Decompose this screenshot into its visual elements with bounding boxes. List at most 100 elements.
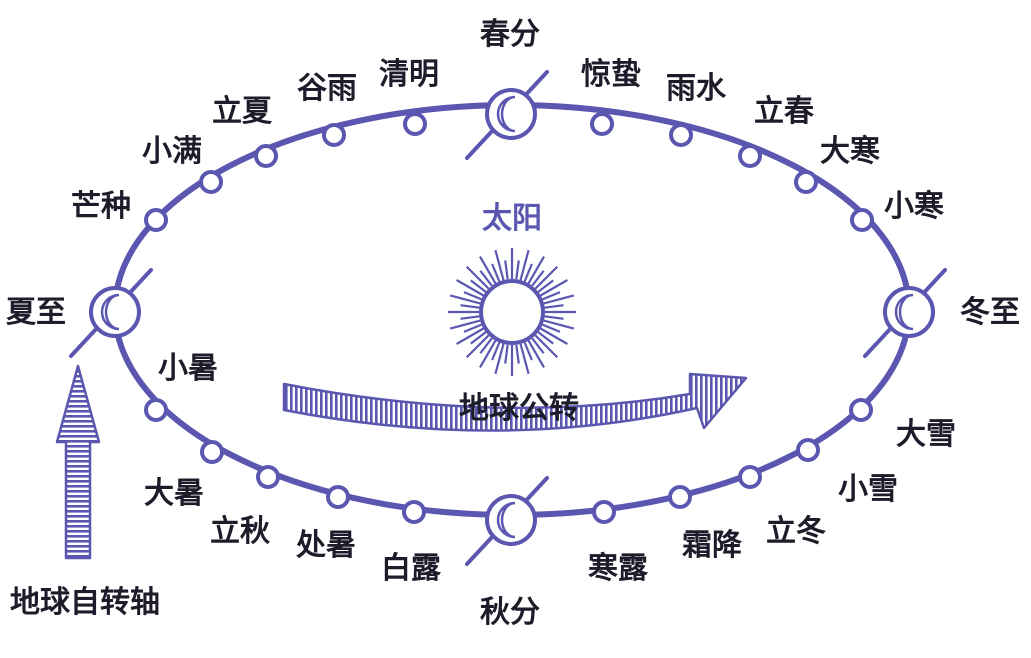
label-xiaohan: 小寒 bbox=[884, 189, 944, 224]
sun-ray bbox=[527, 256, 545, 284]
sun-icon bbox=[448, 248, 576, 376]
earth-winter-solstice bbox=[863, 268, 947, 358]
sun-ray bbox=[494, 343, 505, 375]
label-autumn-equinox: 秋分 bbox=[480, 595, 540, 630]
sun-ray bbox=[456, 279, 484, 297]
earth-spring-equinox bbox=[465, 70, 549, 160]
sun-ray bbox=[519, 343, 530, 375]
sun-ray bbox=[449, 319, 481, 330]
earth-globe bbox=[89, 286, 141, 338]
sun-ray bbox=[531, 270, 545, 287]
sun-ray bbox=[534, 265, 559, 290]
earth-crescent bbox=[496, 95, 516, 133]
sun-ray bbox=[479, 270, 493, 287]
marker-jingzhe bbox=[590, 112, 614, 136]
marker-hanlu bbox=[592, 500, 616, 524]
sun-ray bbox=[515, 344, 520, 364]
marker-xiaoxue bbox=[796, 438, 820, 462]
sun-ray bbox=[465, 334, 490, 359]
sun-ray bbox=[527, 340, 545, 368]
label-bailu: 白露 bbox=[381, 551, 442, 586]
sun-ray bbox=[537, 331, 554, 345]
label-daxue: 大雪 bbox=[896, 417, 956, 452]
label-lidong: 立冬 bbox=[766, 514, 826, 549]
marker-xiaoshu bbox=[144, 398, 168, 422]
sun-ray bbox=[523, 263, 533, 282]
revolution-arrow bbox=[282, 372, 748, 432]
sun-ray bbox=[479, 256, 497, 284]
marker-guyu bbox=[322, 123, 346, 147]
revolution-label: 地球公转 bbox=[459, 391, 579, 426]
label-winter-solstice: 冬至 bbox=[960, 295, 1020, 330]
label-xiaoman: 小满 bbox=[142, 134, 202, 169]
sun-ray bbox=[534, 334, 559, 359]
sun-ray bbox=[519, 249, 530, 281]
label-xiaoxue: 小雪 bbox=[838, 472, 898, 507]
marker-xiaoman bbox=[199, 170, 223, 194]
earth-globe bbox=[485, 494, 537, 546]
sun-ray bbox=[523, 342, 533, 361]
sun-ray bbox=[531, 337, 545, 354]
earth-summer-solstice bbox=[69, 268, 153, 358]
sun-ray bbox=[504, 344, 509, 364]
label-summer-solstice: 夏至 bbox=[6, 295, 66, 330]
sun-ray bbox=[491, 263, 501, 282]
label-jingzhe: 惊蛰 bbox=[581, 57, 641, 92]
sun-ray bbox=[470, 331, 487, 345]
label-liqiu: 立秋 bbox=[210, 514, 270, 549]
rotation-axis-arrow bbox=[55, 364, 101, 560]
sun-ray bbox=[540, 279, 568, 297]
sun-ray bbox=[494, 249, 505, 281]
sun-label: 太阳 bbox=[482, 201, 542, 236]
label-dashu: 大暑 bbox=[144, 476, 204, 511]
label-chushu: 处暑 bbox=[295, 528, 356, 563]
earth-crescent bbox=[894, 293, 914, 331]
sun-ray bbox=[463, 323, 482, 333]
earth-autumn-equinox bbox=[465, 476, 549, 566]
marker-qingming bbox=[403, 112, 427, 136]
marker-bailu bbox=[402, 500, 426, 524]
marker-mangzhong bbox=[144, 208, 168, 232]
sun-ray bbox=[543, 319, 575, 330]
marker-yushui bbox=[669, 123, 693, 147]
marker-dahan bbox=[794, 170, 818, 194]
label-shuangjiang: 霜降 bbox=[682, 528, 743, 563]
marker-lidong bbox=[738, 465, 762, 489]
sun-ray bbox=[491, 342, 501, 361]
earth-globe bbox=[883, 286, 935, 338]
marker-liqiu bbox=[256, 465, 280, 489]
sun-ray bbox=[449, 294, 481, 305]
earth-crescent bbox=[496, 501, 516, 539]
marker-shuangjiang bbox=[668, 485, 692, 509]
sun-ray bbox=[544, 315, 564, 320]
rotation-axis-label: 地球自转轴 bbox=[10, 585, 160, 620]
label-lixia: 立夏 bbox=[212, 94, 273, 129]
earth-globe bbox=[485, 88, 537, 140]
marker-xiaohan bbox=[850, 208, 874, 232]
label-lichun: 立春 bbox=[754, 94, 814, 129]
sun-ray bbox=[542, 291, 561, 301]
sun-disc bbox=[479, 279, 545, 345]
sun-ray bbox=[537, 279, 554, 293]
label-mangzhong: 芒种 bbox=[71, 189, 131, 224]
label-guyu: 谷雨 bbox=[297, 71, 357, 106]
sun-ray bbox=[515, 260, 520, 280]
sun-ray bbox=[504, 260, 509, 280]
major-term-earths bbox=[69, 70, 947, 566]
label-qingming: 清明 bbox=[379, 57, 439, 92]
marker-lixia bbox=[254, 144, 278, 168]
label-dahan: 大寒 bbox=[820, 134, 880, 169]
sun-ray bbox=[544, 304, 564, 309]
marker-lichun bbox=[738, 144, 762, 168]
minor-term-markers bbox=[144, 112, 874, 524]
sun-ray bbox=[465, 265, 490, 290]
label-hanlu: 寒露 bbox=[588, 551, 649, 586]
sun-ray bbox=[479, 337, 493, 354]
sun-ray bbox=[460, 315, 480, 320]
sun-ray bbox=[463, 291, 482, 301]
label-spring-equinox: 春分 bbox=[480, 17, 540, 52]
marker-daxue bbox=[849, 398, 873, 422]
sun-ray bbox=[470, 279, 487, 293]
